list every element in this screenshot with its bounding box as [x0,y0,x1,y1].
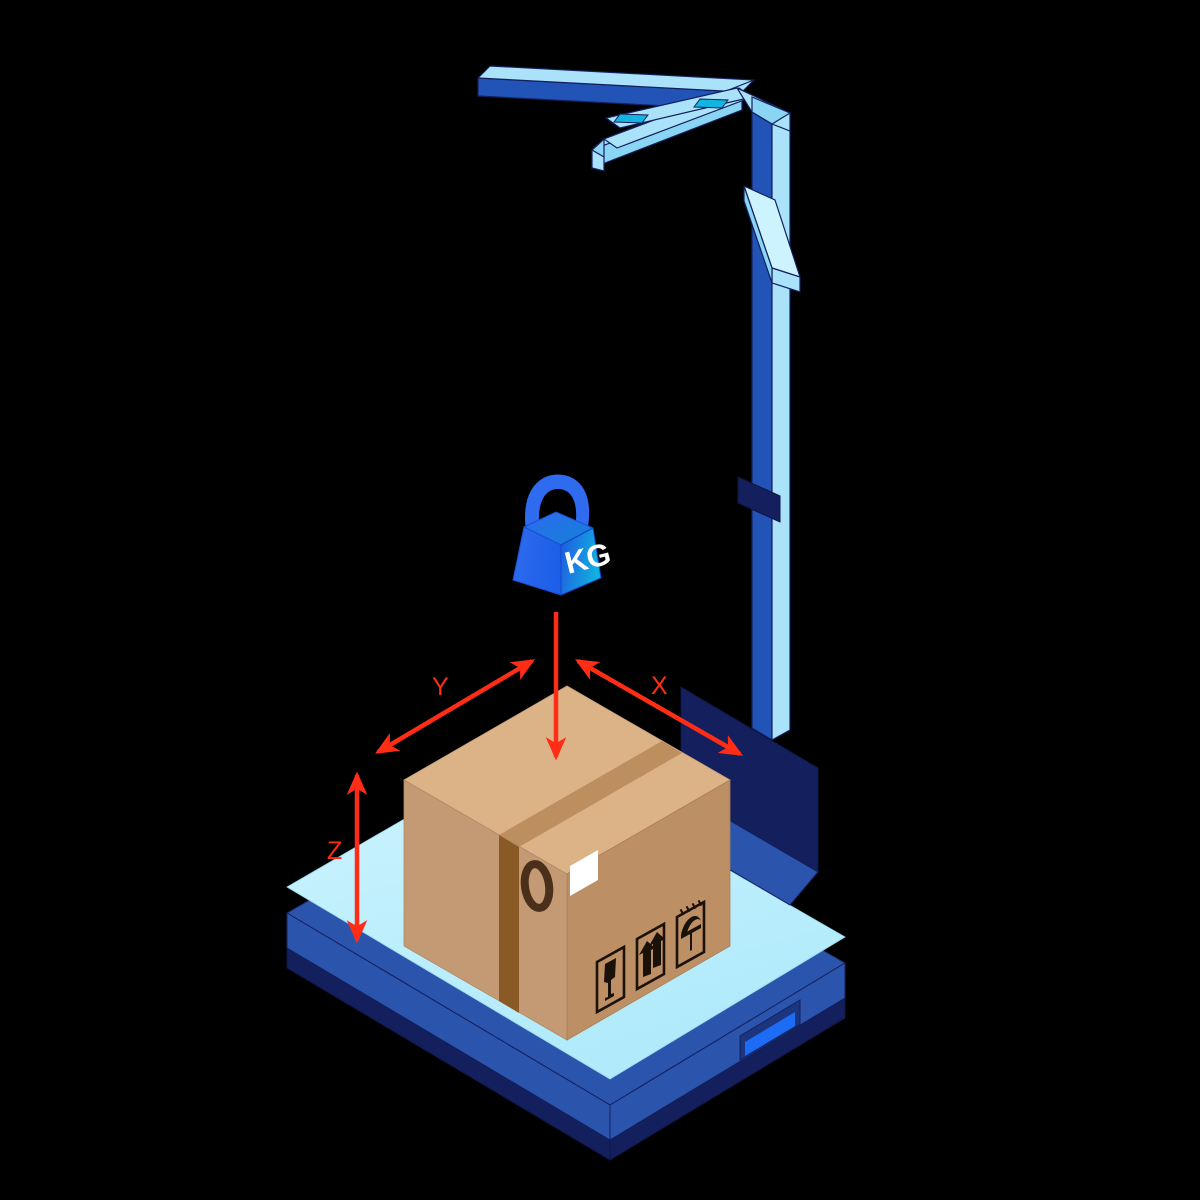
platform-indicator-strip [745,1012,795,1056]
gantry-accent-square-1 [693,98,729,109]
x-dimension-arrow [574,659,744,756]
y-axis-label: Y [432,673,449,701]
box-shipping-label [570,850,598,896]
fragile-icon [595,944,626,1015]
gantry-strut-end-face [591,148,605,172]
gantry-accent-square-2 [613,113,649,124]
kg-weight: KG [512,474,614,596]
gantry-post-bracket [737,476,781,523]
weight-handle-hole [539,488,577,535]
x-axis-label: X [651,672,668,700]
scanner-head-side [743,185,773,284]
z-axis-label: Z [327,837,342,865]
box-corner-tape [499,835,519,1013]
this-side-up-icon [635,921,666,992]
keep-dry-icon [675,899,706,970]
weight-handle [525,474,590,542]
box-top-tape [499,741,682,847]
box-hand-hole-icon [520,860,554,912]
y-dimension-arrow [374,659,536,754]
weight-right-face [560,527,602,596]
scanner-gantry [476,65,801,742]
dimension-annotations: Y X Z [327,612,744,944]
gantry-post-head-bevel [751,96,792,125]
platform-mid-right-face [609,962,846,1141]
